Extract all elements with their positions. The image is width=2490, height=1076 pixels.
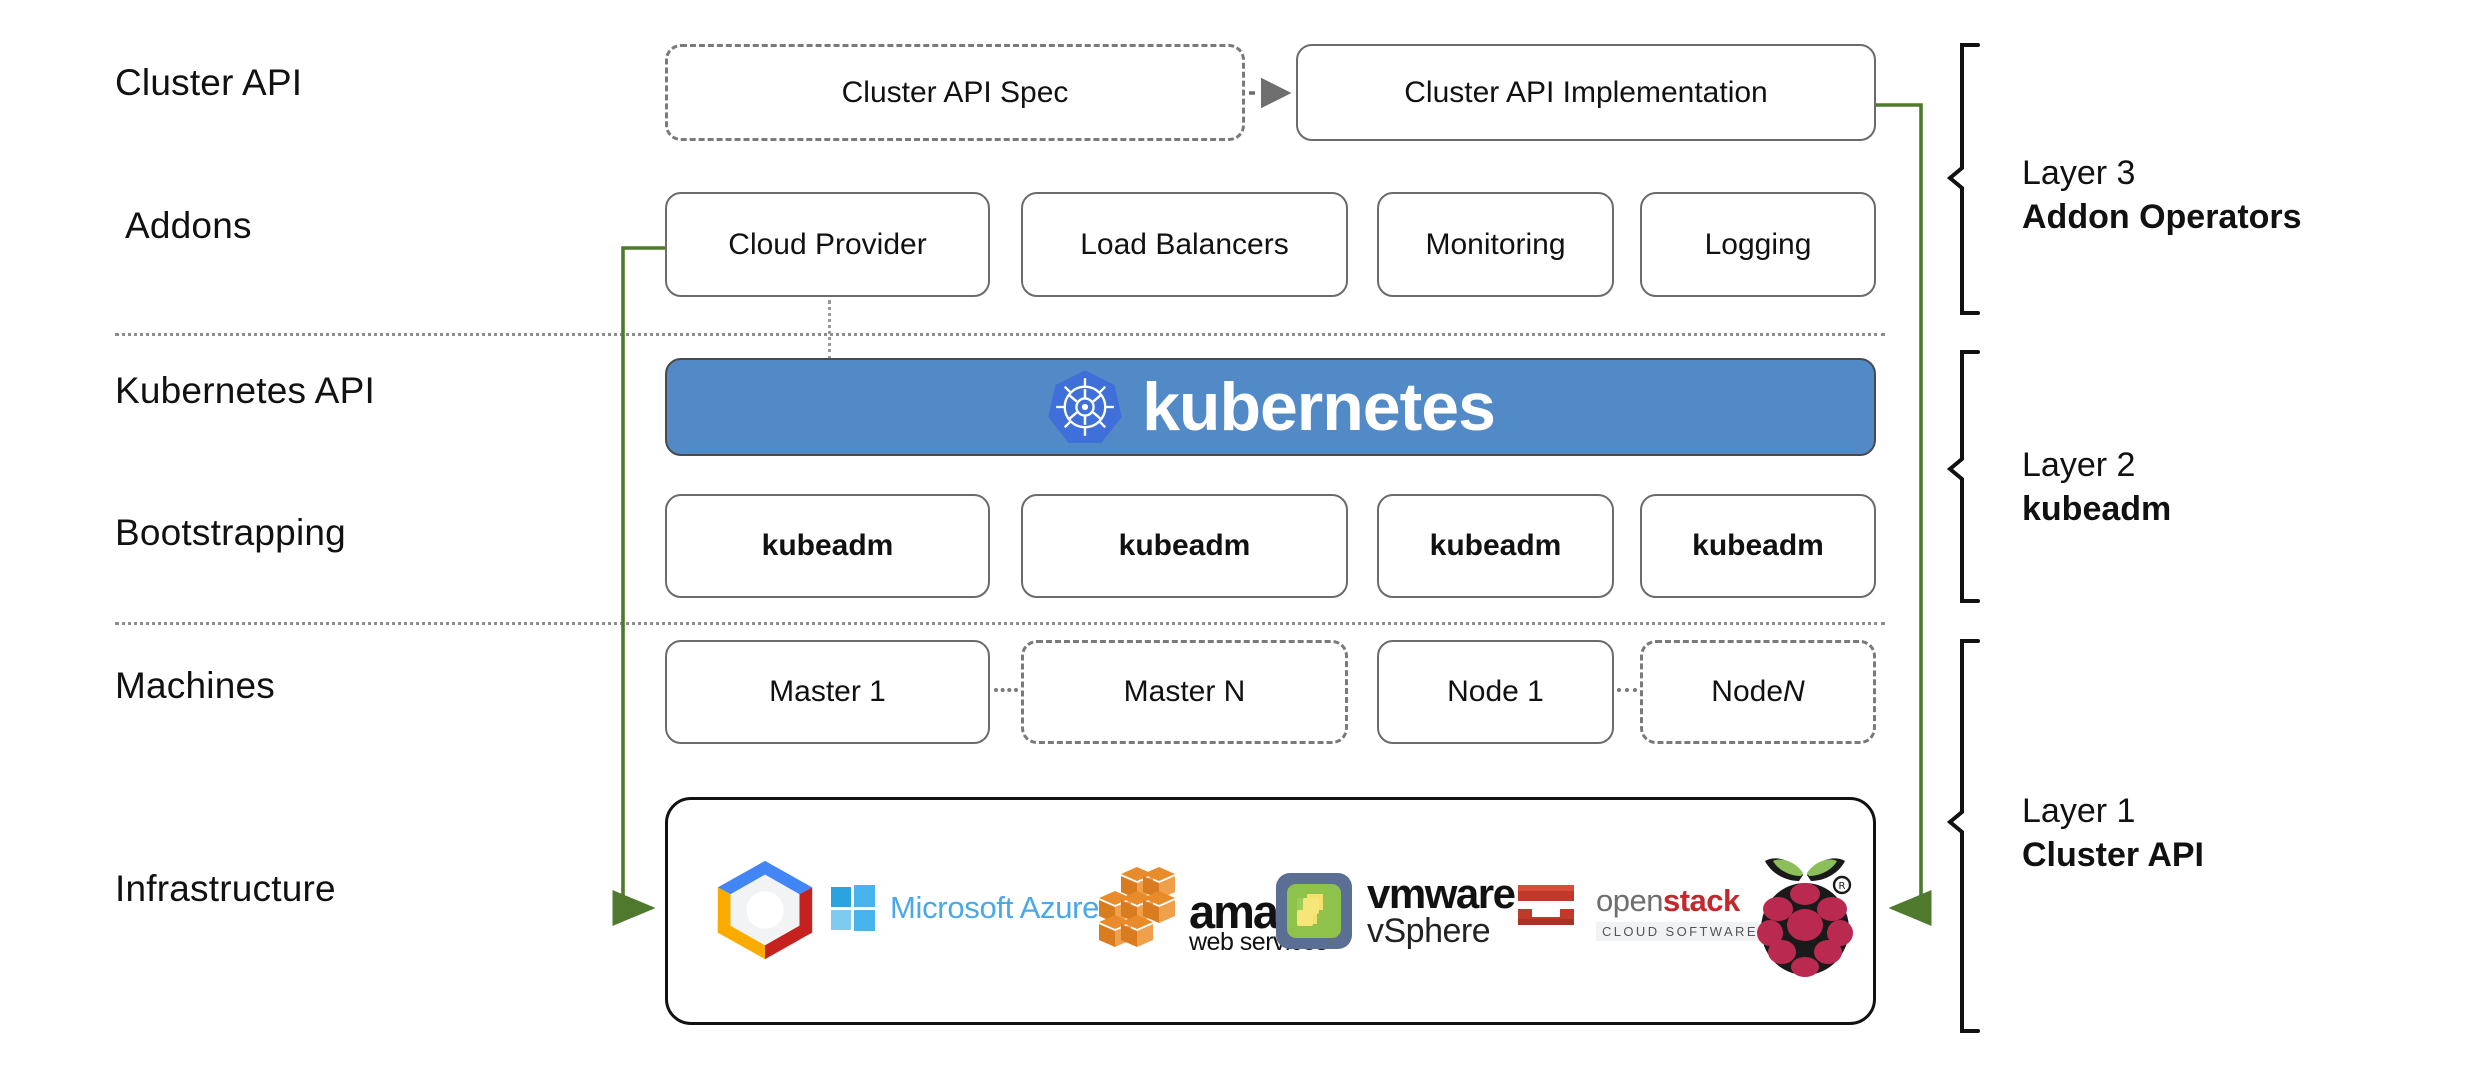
kubernetes-helm-wheel-icon xyxy=(1046,368,1124,446)
connector-cloud-provider-to-kubernetes xyxy=(828,300,831,360)
cluster-api-implementation-box[interactable]: Cluster API Implementation xyxy=(1296,44,1876,141)
machine-box-node-1[interactable]: Node 1 xyxy=(1377,640,1614,744)
openstack-stack-label: stack xyxy=(1662,883,1740,918)
bootstrap-box-4[interactable]: kubeadm xyxy=(1640,494,1876,598)
openstack-open-label: open xyxy=(1596,883,1663,918)
flow-arrow-left-cloud-provider-to-infrastructure xyxy=(612,246,665,926)
raspberry-pi-logo: R xyxy=(1740,838,1870,983)
layer-1-line1: Layer 1 xyxy=(2022,792,2136,830)
divider-layer3-layer2 xyxy=(115,333,1885,336)
flow-arrow-right-implementation-to-infrastructure xyxy=(1876,103,1932,926)
bootstrap-box-1[interactable]: kubeadm xyxy=(665,494,990,598)
kubernetes-api-band[interactable]: kubernetes xyxy=(665,358,1876,456)
addon-box-monitoring[interactable]: Monitoring xyxy=(1377,192,1614,297)
layer-bracket-2 xyxy=(1946,350,1980,603)
row-label-machines: Machines xyxy=(115,665,275,706)
row-label-cluster-api: Cluster API xyxy=(115,62,303,103)
openstack-sublabel: CLOUD SOFTWARE xyxy=(1596,922,1764,941)
layer-1-line2: Cluster API xyxy=(2022,835,2205,874)
divider-layer2-layer1 xyxy=(115,622,1885,625)
layer-2-line1: Layer 2 xyxy=(2022,446,2136,484)
kubernetes-wordmark: kubernetes xyxy=(1142,369,1496,445)
ellipsis-node-1-to-node-n xyxy=(1617,688,1637,692)
openstack-bracket-icon xyxy=(1518,885,1574,925)
addon-box-logging[interactable]: Logging xyxy=(1640,192,1876,297)
machine-box-node-n-label: Node xyxy=(1711,675,1784,708)
addon-box-load-balancers[interactable]: Load Balancers xyxy=(1021,192,1348,297)
microsoft-azure-label: Microsoft Azure xyxy=(890,890,1100,925)
machine-box-node-n[interactable]: Node N xyxy=(1640,640,1876,744)
layer-bracket-3 xyxy=(1946,43,1980,315)
row-label-bootstrapping: Bootstrapping xyxy=(115,512,346,553)
vmware-label: vmware xyxy=(1367,870,1516,918)
cluster-api-spec-box[interactable]: Cluster API Spec xyxy=(665,44,1245,141)
bootstrap-box-2[interactable]: kubeadm xyxy=(1021,494,1348,598)
aws-cubes-icon xyxy=(1099,867,1175,947)
microsoft-window-icon xyxy=(831,885,875,931)
machine-box-node-n-index: N xyxy=(1783,675,1805,708)
layer-3-line1: Layer 3 xyxy=(2022,154,2136,192)
layer-3-label: Layer 3 Addon Operators xyxy=(2022,152,2302,239)
vmware-vsphere-logo: vmware vSphere xyxy=(1275,856,1535,966)
layer-3-line2: Addon Operators xyxy=(2022,197,2302,236)
addon-box-cloud-provider[interactable]: Cloud Provider xyxy=(665,192,990,297)
svg-text:R: R xyxy=(1839,881,1846,892)
vsphere-label: vSphere xyxy=(1367,911,1491,950)
bootstrap-box-3[interactable]: kubeadm xyxy=(1377,494,1614,598)
row-label-infrastructure: Infrastructure xyxy=(115,868,336,909)
machine-box-master-1[interactable]: Master 1 xyxy=(665,640,990,744)
layer-2-line2: kubeadm xyxy=(2022,489,2172,528)
layer-bracket-1 xyxy=(1946,639,1980,1033)
machine-box-master-n[interactable]: Master N xyxy=(1021,640,1348,744)
layer-2-label: Layer 2 kubeadm xyxy=(2022,444,2171,531)
microsoft-azure-logo: Microsoft Azure xyxy=(830,878,1170,938)
vmware-tile-icon xyxy=(1276,873,1352,949)
ellipsis-master-1-to-master-n xyxy=(994,688,1018,692)
row-label-kubernetes-api: Kubernetes API xyxy=(115,370,375,411)
row-label-addons: Addons xyxy=(125,205,252,246)
layer-1-label: Layer 1 Cluster API xyxy=(2022,790,2204,877)
google-cloud-platform-logo xyxy=(700,850,830,970)
